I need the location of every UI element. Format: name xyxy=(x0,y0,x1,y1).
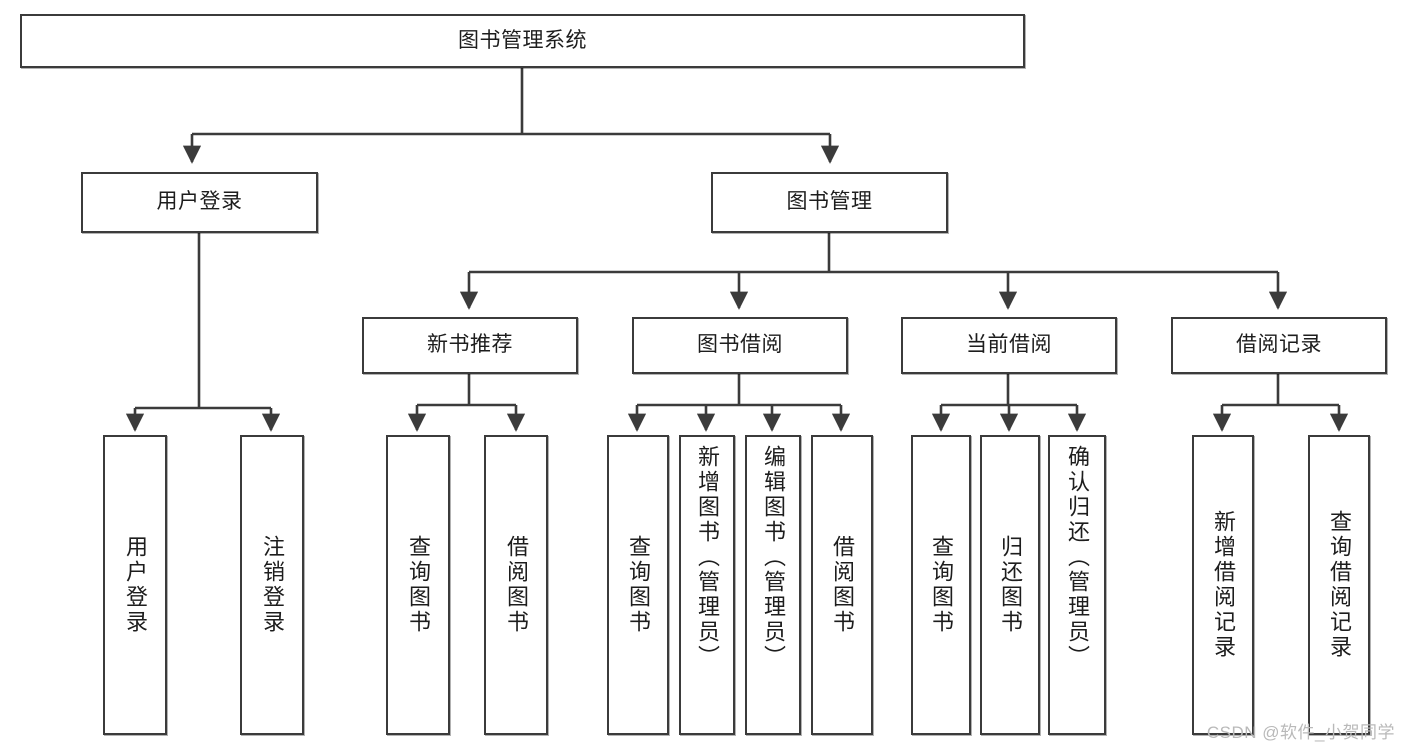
node-leaf-query-book-2[interactable]: 查询图书 xyxy=(607,435,669,735)
watermark-text: CSDN @软件_小贺同学 xyxy=(1206,723,1395,742)
node-book-management[interactable]: 图书管理 xyxy=(711,172,948,233)
node-leaf-confirm-return[interactable]: 确认归还（管理员） xyxy=(1048,435,1106,735)
node-leaf-return-book-label: 归还图书 xyxy=(998,535,1023,635)
node-leaf-edit-book-label: 编辑图书（管理员） xyxy=(761,445,786,670)
node-new-book-recommend[interactable]: 新书推荐 xyxy=(362,317,578,374)
node-leaf-query-record[interactable]: 查询借阅记录 xyxy=(1308,435,1370,735)
node-leaf-query-book-1-label: 查询图书 xyxy=(406,535,431,635)
node-leaf-borrow-book-1[interactable]: 借阅图书 xyxy=(484,435,548,735)
node-leaf-query-book-3[interactable]: 查询图书 xyxy=(911,435,971,735)
node-leaf-query-book-1[interactable]: 查询图书 xyxy=(386,435,450,735)
node-borrow-record-label: 借阅记录 xyxy=(1236,333,1322,357)
node-current-borrow[interactable]: 当前借阅 xyxy=(901,317,1117,374)
node-root-label: 图书管理系统 xyxy=(458,28,587,52)
node-book-management-label: 图书管理 xyxy=(786,190,873,214)
node-leaf-add-record-label: 新增借阅记录 xyxy=(1211,510,1236,660)
node-leaf-query-record-label: 查询借阅记录 xyxy=(1327,510,1352,660)
node-leaf-user-login-label: 用户登录 xyxy=(123,535,148,635)
node-leaf-query-book-2-label: 查询图书 xyxy=(626,535,651,635)
node-leaf-user-logout-label: 注销登录 xyxy=(260,535,285,635)
node-leaf-borrow-book-2-label: 借阅图书 xyxy=(830,535,855,635)
node-leaf-borrow-book-1-label: 借阅图书 xyxy=(504,535,529,635)
node-book-borrow-label: 图书借阅 xyxy=(697,333,783,357)
node-leaf-edit-book[interactable]: 编辑图书（管理员） xyxy=(745,435,801,735)
node-book-borrow[interactable]: 图书借阅 xyxy=(632,317,848,374)
node-leaf-add-book-label: 新增图书（管理员） xyxy=(695,445,720,670)
node-user-login-label: 用户登录 xyxy=(156,190,243,214)
node-leaf-return-book[interactable]: 归还图书 xyxy=(980,435,1040,735)
node-leaf-borrow-book-2[interactable]: 借阅图书 xyxy=(811,435,873,735)
node-leaf-add-book[interactable]: 新增图书（管理员） xyxy=(679,435,735,735)
node-current-borrow-label: 当前借阅 xyxy=(966,333,1052,357)
node-borrow-record[interactable]: 借阅记录 xyxy=(1171,317,1387,374)
node-leaf-query-book-3-label: 查询图书 xyxy=(929,535,954,635)
node-user-login[interactable]: 用户登录 xyxy=(81,172,318,233)
node-root[interactable]: 图书管理系统 xyxy=(20,14,1025,68)
node-leaf-user-login[interactable]: 用户登录 xyxy=(103,435,167,735)
node-leaf-confirm-return-label: 确认归还（管理员） xyxy=(1065,445,1090,670)
node-leaf-add-record[interactable]: 新增借阅记录 xyxy=(1192,435,1254,735)
node-new-book-recommend-label: 新书推荐 xyxy=(427,333,513,357)
node-leaf-user-logout[interactable]: 注销登录 xyxy=(240,435,304,735)
